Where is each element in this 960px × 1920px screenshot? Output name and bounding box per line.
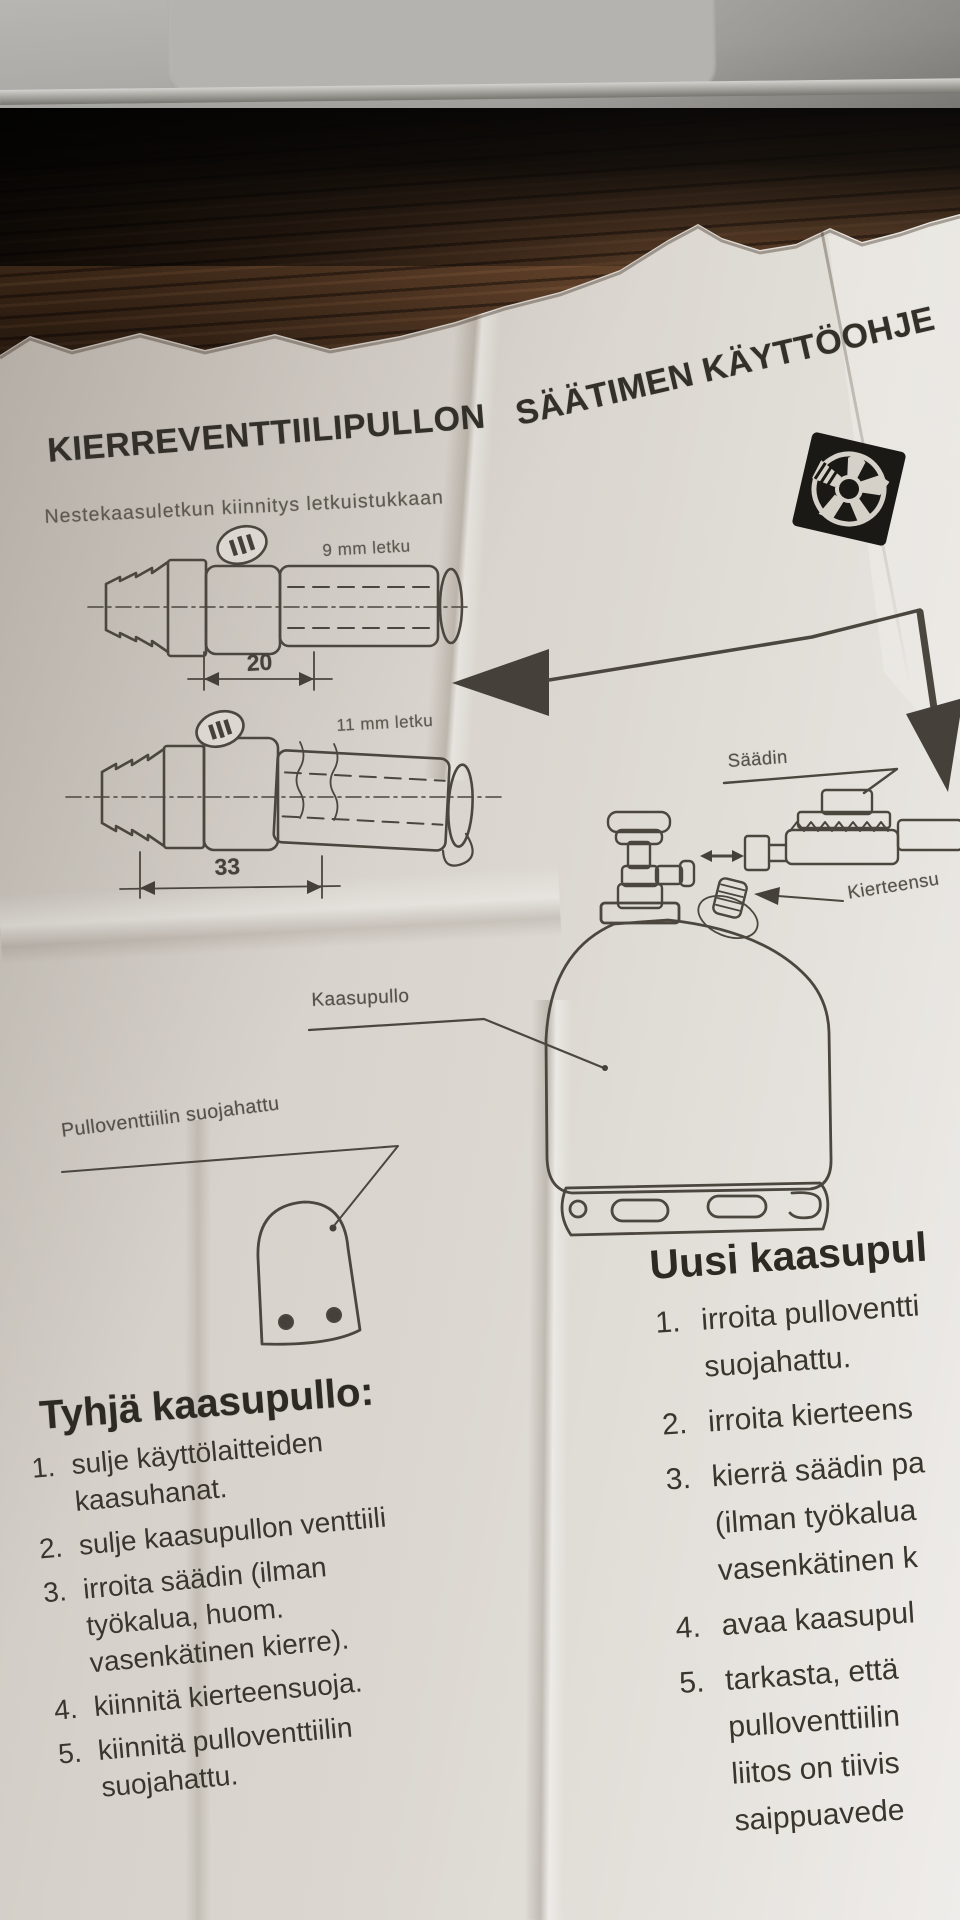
paper-edge-shadow [0, 215, 960, 360]
brand-logo-icon [792, 432, 906, 546]
pointer-arrow [452, 608, 960, 792]
regulator-label: Säädin [727, 745, 789, 771]
hose-diagram-9mm [87, 524, 471, 691]
paper-crease-left [185, 1120, 211, 1920]
laptop-shadow [0, 96, 960, 266]
valve-cap-drawing [61, 1145, 399, 1346]
gas-bottle-drawing [307, 901, 833, 1237]
bottle-valve-drawing [606, 810, 844, 939]
regulator-drawing [700, 767, 960, 872]
laptop-edge [0, 0, 960, 108]
hose-diagram-11mm [65, 709, 506, 899]
bottle-label: Kaasupullo [311, 985, 410, 1011]
thread-protector-plug [712, 877, 748, 919]
hose-11mm-dimension: 33 [214, 853, 241, 880]
hose-9mm-dimension: 20 [246, 648, 273, 676]
